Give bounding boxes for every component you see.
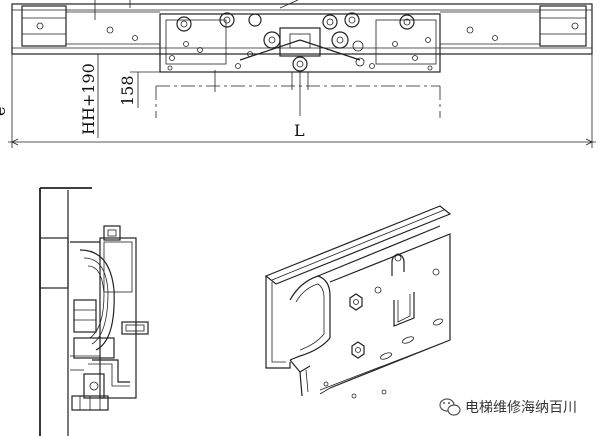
dim-overall-height: HH+190 (79, 63, 98, 135)
wechat-icon (439, 398, 461, 416)
hanger-mechanism (159, 0, 441, 116)
dim-hanger-height: 158 (118, 75, 137, 106)
dim-length: L (294, 121, 305, 140)
hex-bolt (349, 293, 363, 311)
isometric-rail-detail (264, 205, 452, 399)
watermark: 电梯维修海纳百川 (439, 398, 577, 416)
left-edge-label: e (0, 107, 9, 116)
dimension-lines (8, 53, 596, 148)
watermark-text: 电梯维修海纳百川 (465, 400, 577, 416)
header-rail (11, 0, 593, 55)
hex-bolt (351, 341, 365, 359)
side-section-view (39, 187, 149, 436)
door-panel-outline (155, 85, 441, 118)
front-view: HH+190 158 L e (0, 0, 596, 148)
